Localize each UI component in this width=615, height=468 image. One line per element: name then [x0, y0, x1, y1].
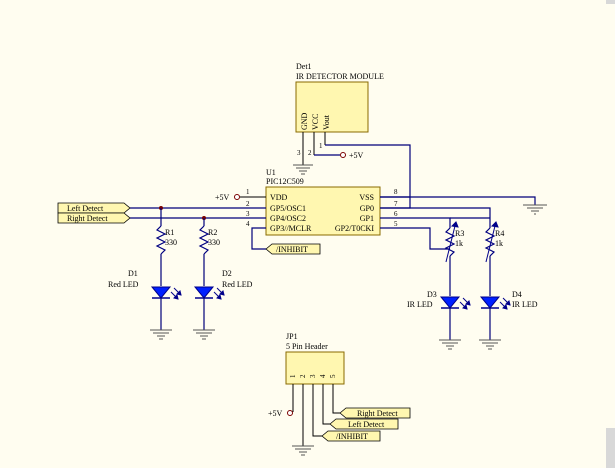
scrollbar-bottom-fragment[interactable] — [606, 428, 615, 468]
u1-pin-num-1: 1 — [246, 188, 250, 196]
d3-led[interactable] — [439, 296, 471, 310]
r4-ref: R4 — [495, 229, 504, 238]
right-detect-net-label[interactable]: Right Detect — [57, 212, 131, 224]
left-detect-net-label[interactable]: Left Detect — [57, 202, 131, 214]
u1-pin-gp4: GP4/OSC2 — [270, 214, 306, 223]
plus5v-jp1-label: +5V — [268, 409, 283, 418]
r3-value: 1k — [455, 239, 463, 248]
plus5v-det1-label: +5V — [349, 151, 364, 160]
jp1-component[interactable]: JP1 5 Pin Header 1 2 3 4 5 — [285, 332, 345, 385]
det1-pin-num-3: 3 — [297, 149, 301, 157]
det1-pin-vcc: VCC — [311, 114, 320, 130]
u1-pin-num-5: 5 — [394, 220, 398, 228]
r3-ref: R3 — [455, 229, 464, 238]
r2-resistor-symbol — [198, 225, 210, 255]
inhibit-net-label-u1[interactable]: /INHIBIT — [265, 243, 321, 255]
r4-resistor-symbol — [484, 227, 496, 257]
det1-pin-vout: Vout — [322, 114, 331, 130]
plus5v-det1-terminal — [340, 152, 346, 158]
u1-pin-gp0: GP0 — [360, 204, 374, 213]
det1-body — [295, 81, 369, 133]
inhibit-net-label-jp1[interactable]: /INHIBIT — [321, 430, 381, 442]
right-detect-net-text-jp1: Right Detect — [357, 409, 398, 418]
det1-pin-num-1: 1 — [319, 142, 323, 150]
jp1-pin-num-1: 1 — [289, 374, 297, 378]
d2-ref: D2 — [222, 269, 232, 278]
jp1-pin-num-2: 2 — [299, 374, 307, 378]
jp1-body — [285, 351, 345, 385]
d1-ref: D1 — [128, 269, 138, 278]
d2-ground-symbol — [193, 329, 215, 340]
r3-resistor-symbol — [444, 227, 456, 257]
u1-pin-vss: VSS — [359, 193, 374, 202]
r2-value: 330 — [208, 238, 220, 247]
r1-ref: R1 — [165, 228, 174, 237]
jp1-name: 5 Pin Header — [286, 342, 328, 351]
right-detect-net-text: Right Detect — [67, 214, 108, 223]
inhibit-net-text-u1: /INHIBIT — [276, 245, 308, 254]
det1-pin-gnd: GND — [300, 112, 309, 130]
u1-pin-gp3: GP3//MCLR — [270, 224, 312, 233]
scrollbar-top-fragment[interactable] — [606, 0, 615, 4]
d2-type: Red LED — [222, 280, 253, 289]
u1-pin-num-8: 8 — [394, 188, 398, 196]
d4-ref: D4 — [512, 290, 522, 299]
det1-name: IR DETECTOR MODULE — [296, 72, 384, 81]
left-detect-net-label-jp1[interactable]: Left Detect — [329, 418, 399, 430]
plus5v-u1-label: +5V — [215, 193, 230, 202]
jp1-pin-num-4: 4 — [319, 374, 327, 378]
u1-pin-num-6: 6 — [394, 210, 398, 218]
u1-pin-num-3: 3 — [246, 210, 250, 218]
u1-component[interactable]: U1 PIC12C509 VDD GP5/OSC1 GP4/OSC2 GP3//… — [246, 168, 398, 236]
r1-resistor-symbol — [155, 225, 167, 255]
jp1-pin-num-5: 5 — [329, 374, 337, 378]
u1-pin-num-2: 2 — [246, 200, 250, 208]
u1-pin-vdd: VDD — [270, 193, 288, 202]
jp1-ref: JP1 — [286, 332, 298, 341]
right-detect-net-label-jp1[interactable]: Right Detect — [339, 407, 411, 419]
det1-pin-num-2: 2 — [308, 149, 312, 157]
r1-value: 330 — [165, 238, 177, 247]
d4-ground-symbol — [479, 339, 501, 350]
left-detect-net-text-jp1: Left Detect — [348, 420, 385, 429]
det1-ground-symbol — [293, 164, 313, 175]
d3-ref: D3 — [427, 290, 437, 299]
u1-pin-num-7: 7 — [394, 200, 398, 208]
r4-value: 1k — [495, 239, 503, 248]
d1-ground-symbol — [150, 329, 172, 340]
plus5v-u1-terminal — [234, 194, 240, 200]
jp1-ground-symbol — [292, 445, 314, 456]
u1-pin-gp5: GP5/OSC1 — [270, 204, 306, 213]
det1-component[interactable]: Det1 IR DETECTOR MODULE GND VCC Vout 3 2… — [295, 62, 384, 157]
d3-ground-symbol — [439, 339, 461, 350]
u1-ref: U1 — [266, 168, 276, 177]
d4-type: IR LED — [512, 300, 538, 309]
d3-type: IR LED — [407, 300, 433, 309]
u1-pin-num-4: 4 — [246, 220, 250, 228]
u1-body — [265, 186, 381, 236]
u1-pin-gp2: GP2/T0CKI — [335, 224, 374, 233]
r2-ref: R2 — [208, 228, 217, 237]
d4-led[interactable] — [479, 296, 511, 310]
inhibit-net-text-jp1: /INHIBIT — [336, 432, 368, 441]
u1-pin-gp1: GP1 — [360, 214, 374, 223]
d1-led[interactable] — [150, 286, 182, 300]
left-detect-net-text: Left Detect — [67, 204, 104, 213]
plus5v-jp1-terminal — [287, 410, 293, 416]
det1-ref: Det1 — [296, 62, 312, 71]
d1-type: Red LED — [108, 280, 139, 289]
u1-vss-ground-symbol — [523, 204, 547, 215]
jp1-pin-num-3: 3 — [309, 374, 317, 378]
d2-led[interactable] — [193, 286, 225, 300]
u1-part: PIC12C509 — [266, 177, 304, 186]
